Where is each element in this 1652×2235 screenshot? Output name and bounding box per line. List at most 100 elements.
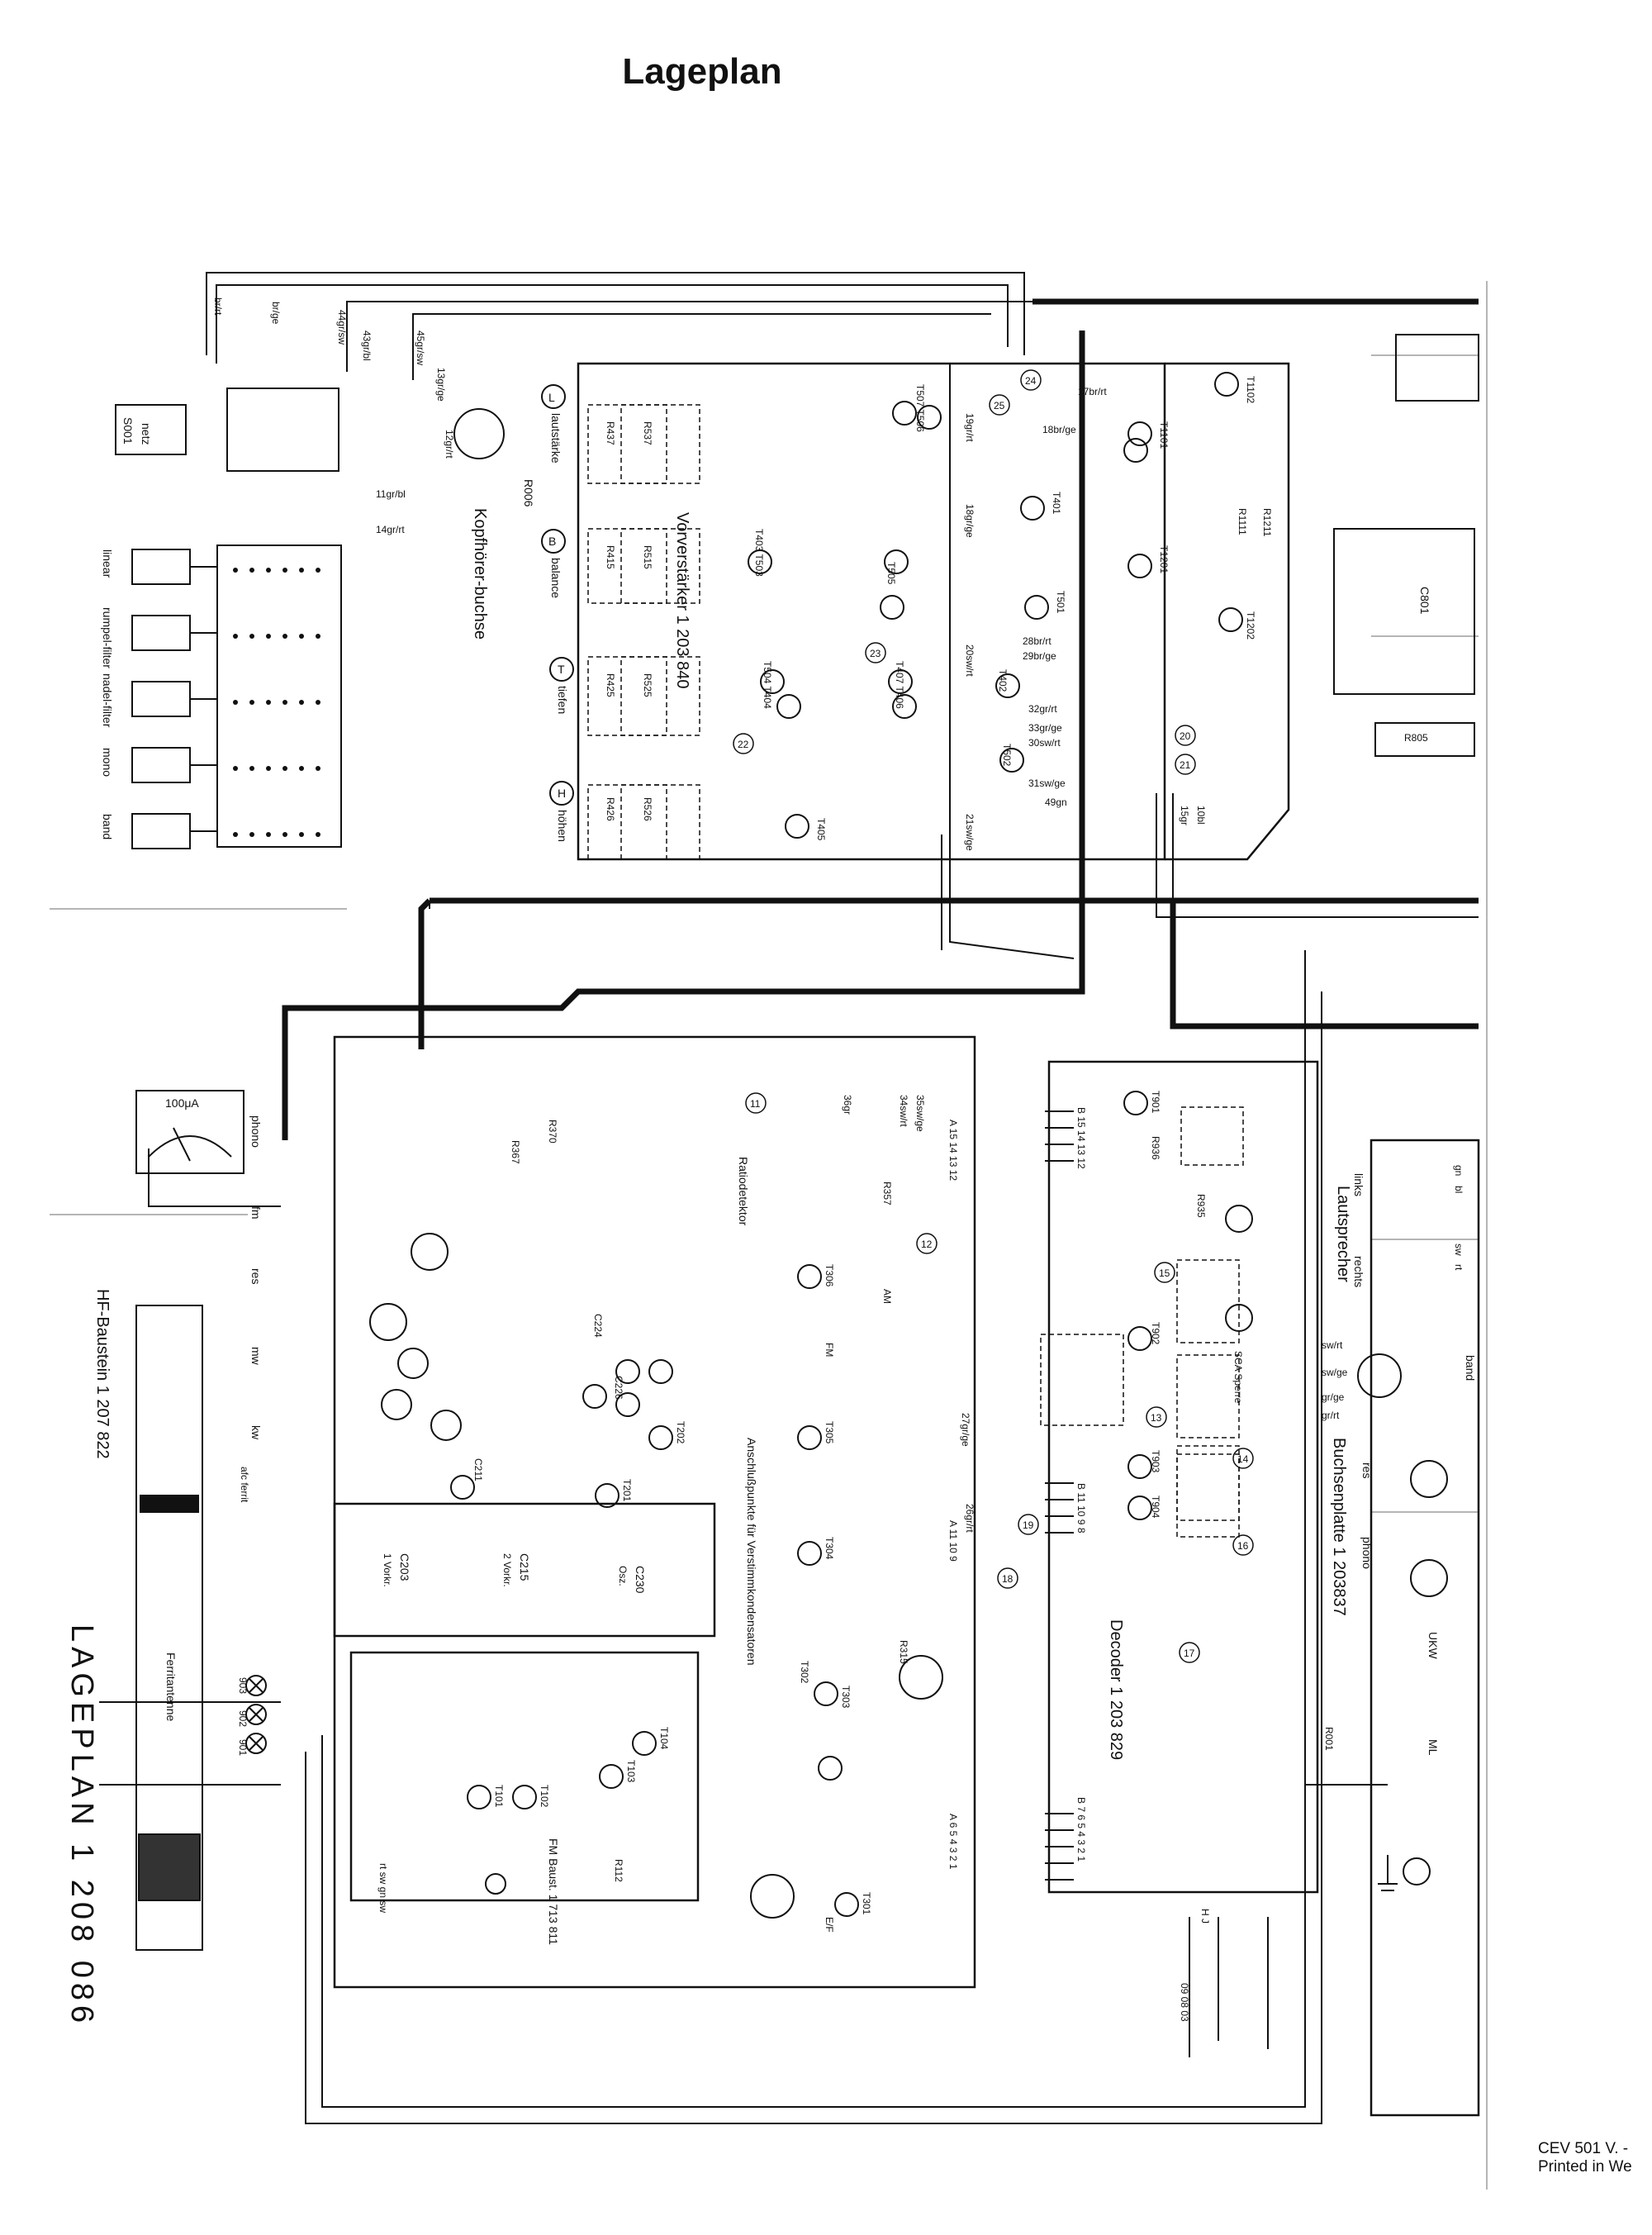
wire-label-36gr: 36gr xyxy=(842,1095,853,1115)
wire-label-29brge: 29br/ge xyxy=(1023,650,1056,662)
wire-label-49gn: 49gn xyxy=(1045,797,1067,808)
thin-wiring xyxy=(99,272,1479,2124)
capacitor-label-c226: C226 xyxy=(613,1376,624,1400)
netz-switch xyxy=(115,388,339,472)
ferrite-antenna xyxy=(135,1305,203,1951)
resistor-label-r525: R525 xyxy=(642,673,653,697)
circled-refs xyxy=(733,369,1254,1663)
transistor-label-t501: T501 xyxy=(1055,591,1066,614)
wire-label-21swge: 21sw/ge xyxy=(964,814,976,851)
resistor-label-r526: R526 xyxy=(642,797,653,821)
capacitor-label-c203: C203 xyxy=(398,1553,411,1581)
switch-bank xyxy=(131,544,342,849)
band-label-res: res xyxy=(249,1268,263,1284)
circled-25: 25 xyxy=(994,400,1005,411)
anschluss-label: Anschlußpunkte für Verstimmkondensatoren xyxy=(745,1438,758,1665)
decoder-terminals xyxy=(1045,1110,1074,1881)
resistor-label-r936: R936 xyxy=(1150,1136,1161,1160)
wire-label-31swge: 31sw/ge xyxy=(1028,777,1066,789)
resistor-label-r515: R515 xyxy=(642,545,653,569)
wire-label-sw: sw xyxy=(1453,1244,1464,1256)
transistor-label-t505: T505 xyxy=(885,562,897,585)
knobs xyxy=(369,384,1448,1919)
wire-label-10bl: 10bl xyxy=(1195,806,1207,825)
ferritantenne-label: Ferritantenne xyxy=(164,1652,178,1721)
transistor-label-t104: T104 xyxy=(658,1727,670,1750)
transistor-label-t401: T401 xyxy=(1051,492,1062,515)
capacitor-label-c801: C801 xyxy=(1418,587,1431,615)
transistor-label-t201: T201 xyxy=(621,1479,633,1502)
transistor-label-t101: T101 xyxy=(493,1785,505,1808)
band-label-phono: phono xyxy=(249,1115,263,1148)
terminal-block-a2: A 11 10 9 xyxy=(947,1520,959,1562)
capacitor-label-c230: C230 xyxy=(634,1566,647,1594)
circled-18: 18 xyxy=(1002,1573,1014,1585)
terminal-block-a1: A 15 14 13 12 xyxy=(947,1120,959,1181)
transistor-label-t202: T202 xyxy=(675,1421,686,1444)
capacitor-note-c230: Osz. xyxy=(617,1566,629,1586)
kopfhoerer-label: Kopfhörer-buchse xyxy=(471,508,489,640)
footer-line-1: CEV 501 V. - xyxy=(1538,2140,1629,2157)
wire-label-35swge: 35sw/ge xyxy=(914,1095,926,1132)
wire-label-14grrt: 14gr/rt xyxy=(376,524,405,535)
band-label-mw: mw xyxy=(249,1347,263,1366)
decoder-board xyxy=(1047,1060,1319,1894)
wire-label-28brrt: 28br/rt xyxy=(1023,635,1051,647)
transistor-label-t1102: T1102 xyxy=(1245,376,1256,403)
resistor-label-r367: R367 xyxy=(510,1140,521,1164)
transistor-label-t1202: T1202 xyxy=(1245,611,1256,640)
circled-17: 17 xyxy=(1184,1648,1195,1659)
vorverstaerker-label: Vorverstärker 1 203 840 xyxy=(673,512,691,688)
wire-label-bl: bl xyxy=(1453,1186,1464,1193)
hj-label: H J xyxy=(1199,1909,1211,1924)
c801-block xyxy=(1333,334,1479,757)
transistor-label-t305: T305 xyxy=(824,1421,835,1444)
buchsenplatte-label: Buchsenplatte 1 203837 xyxy=(1330,1438,1348,1616)
circled-20: 20 xyxy=(1180,730,1191,742)
wire-label-33grge: 33gr/ge xyxy=(1028,722,1062,734)
tiefen-label: tiefen xyxy=(556,686,569,714)
transistor-label-t303: T303 xyxy=(840,1686,852,1709)
socket-ml: ML xyxy=(1427,1739,1440,1756)
socket-links: links xyxy=(1352,1173,1365,1196)
capacitor-label-c224: C224 xyxy=(592,1314,604,1338)
buchsenplatte-board xyxy=(1370,1139,1480,2117)
wire-label-34swrt: 34sw/rt xyxy=(898,1095,909,1127)
resistor-label-r805: R805 xyxy=(1404,732,1428,744)
wire-label-18brge: 18br/ge xyxy=(1042,424,1076,435)
meter xyxy=(135,1090,244,1174)
s001-label: S001 xyxy=(121,417,135,445)
transistor-label-t1201: T1201 xyxy=(1158,545,1170,573)
transistor-label-t407: T407 T406 xyxy=(894,661,905,709)
wire-label-15gr: 15gr xyxy=(1179,806,1190,825)
terminal-block-a3: A 6 5 4 3 2 1 xyxy=(947,1814,959,1870)
resistor-label-r537: R537 xyxy=(642,421,653,445)
lamps xyxy=(245,1675,267,1754)
transistor-label-t903: T903 xyxy=(1150,1450,1161,1473)
hf-baustein-label: HF-Baustein 1 207 822 xyxy=(93,1289,112,1459)
wire-label-grge: gr/ge xyxy=(1322,1391,1345,1403)
wire-label-swrt: sw/rt xyxy=(1322,1339,1343,1351)
socket-rechts: rechts xyxy=(1352,1256,1365,1287)
resistor-label-r001: R001 xyxy=(1323,1727,1335,1751)
wire-label-13grge: 13gr/ge xyxy=(435,368,447,402)
circled-22: 22 xyxy=(738,739,749,750)
wire-label-rtswgnsw: rt sw gn sw xyxy=(377,1863,389,1913)
wire-label-45grsw: 45gr/sw xyxy=(415,330,426,365)
ground-icon xyxy=(1378,1855,1398,1891)
transistor-label-t1101: T1101 xyxy=(1158,421,1170,449)
transistor-label-t306: T306 xyxy=(824,1264,835,1287)
capacitor-label-c211: C211 xyxy=(472,1458,484,1481)
capacitor-note-c215: 2 Vorkr. xyxy=(501,1553,513,1587)
afc-label: afc ferrit xyxy=(239,1467,250,1503)
transistor-label-t102: T102 xyxy=(539,1785,550,1808)
circled-15: 15 xyxy=(1159,1267,1170,1279)
transistor-label-t304: T304 xyxy=(824,1537,835,1560)
circled-23: 23 xyxy=(870,648,881,659)
footer-line-2: Printed in We xyxy=(1538,2158,1632,2176)
resistor-label-r370: R370 xyxy=(547,1120,558,1144)
terminal-h: H xyxy=(558,787,566,800)
wire-label-44grsw: 44gr/sw xyxy=(336,310,348,345)
resistor-label-r112: R112 xyxy=(613,1859,624,1882)
switch-label-nadel: nadel-filter xyxy=(101,673,114,728)
